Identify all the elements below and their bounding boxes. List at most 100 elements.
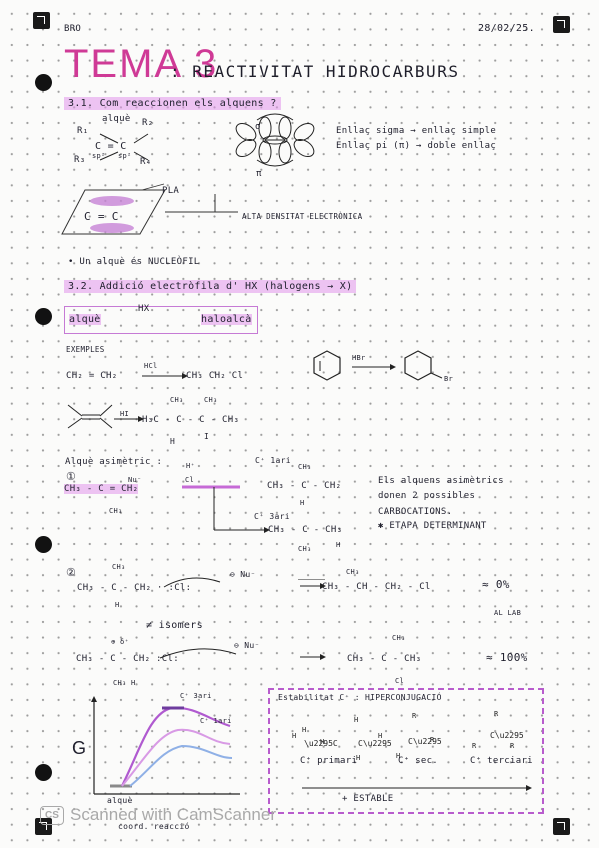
sec1-line-sigma: Enllaç sigma → enllaç simple	[336, 126, 497, 136]
sec1-cc: C = C	[95, 141, 127, 152]
stability-stable: + ESTABLE	[342, 794, 394, 804]
svg-text:H: H	[320, 738, 324, 746]
asym-cl: Cl	[185, 476, 195, 484]
sec1-densitat: ALTA DENSITAT ELECTRÒNICA	[242, 212, 363, 221]
step2-r2-h: CH₃ H	[113, 679, 136, 687]
ex3-i: I	[204, 432, 210, 441]
step2-num: ②	[66, 566, 77, 579]
svg-text:C\u2295: C\u2295	[490, 731, 524, 740]
ex3-h: H	[170, 437, 176, 446]
box-alque: alquè	[69, 314, 101, 325]
asym-carb1-top: CH₃	[298, 463, 312, 471]
asym-label: Alquè asimètric :	[65, 457, 163, 467]
step2-r2: CH₃ - C - CH₂ :Cl:	[76, 654, 179, 664]
stability-terciari: C⁺ terciari	[470, 756, 533, 766]
step2-al-lab: AL LAB	[494, 609, 522, 617]
asym-carb1: CH₃ - C - CH₂	[267, 481, 342, 491]
title-tema: TEMA 3	[64, 42, 219, 86]
ex1-reagent: HCl	[144, 362, 158, 370]
binder-hole	[35, 764, 52, 781]
general-reaction-box	[64, 306, 258, 334]
corner-marker-top-left	[33, 12, 50, 29]
svg-text:H: H	[396, 752, 400, 760]
section-heading-3-1: 3.1. Com reaccionen els alquens ?	[64, 97, 281, 110]
box-reagent-hx: HX	[138, 304, 150, 314]
energy-x-reactant: alquè	[107, 796, 133, 805]
step2-nu: ⊖ Nu⁻	[230, 570, 256, 579]
sec1-sp-left: sp²	[92, 152, 106, 160]
camscanner-logo-icon: CS	[40, 806, 64, 825]
ex3-reagent: HI	[120, 410, 130, 418]
binder-hole	[35, 74, 52, 91]
stability-primari: C⁺ primari	[300, 756, 358, 766]
header-date: 28/02/25.	[478, 23, 535, 34]
ex1-product: CH₃ CH₂ Cl	[186, 371, 244, 381]
asym-note-4: ✱ ETAPA DETERMINANT	[378, 521, 487, 531]
sec1-plane-cc: C = C	[84, 210, 119, 223]
sec1-alque-label: alquè	[102, 114, 131, 124]
stability-box	[268, 688, 544, 814]
svg-text:\u2295C: \u2295C	[304, 739, 338, 748]
title-subtitle: : REACTIVITAT HIDROCARBURS	[170, 62, 460, 81]
energy-axis-g: G	[72, 738, 87, 758]
svg-text:R: R	[412, 712, 417, 720]
asym-carb3-top: CH₃	[298, 545, 312, 553]
svg-text:H: H	[354, 716, 358, 724]
step2-r1: CH₃ - C - CH₂ ⋅ :Cl:	[77, 583, 192, 593]
step2-nu-2: ⊖ Nu⁻	[234, 641, 260, 650]
asym-c-first: C⁺ 1ari	[255, 456, 291, 465]
sec1-r4: R₄	[140, 157, 152, 167]
section-heading-3-2: 3.2. Addició electròfila d' HX (halogens…	[64, 280, 357, 293]
ex3-ch3-b: CH₃	[204, 396, 218, 404]
stability-title: Estabilitat C⁺ : HIPERCONJUGACIÓ	[278, 693, 442, 702]
header-tag: BRO	[64, 24, 82, 34]
asym-c-third: C⁺ 3ari	[254, 512, 290, 521]
ex2-reagent: HBr	[352, 354, 366, 362]
sec1-drawings	[61, 113, 315, 235]
sec1-sp-right: sp²	[118, 152, 132, 160]
step2-pct-1: ≈ 0%	[482, 578, 510, 591]
sec1-r3: R₃	[74, 155, 86, 165]
corner-marker-top-right	[553, 16, 570, 33]
step2-arrows	[159, 577, 326, 660]
sec1-r2: R₂	[142, 118, 154, 128]
stability-sec: C⁺ sec.	[398, 756, 439, 766]
svg-text:H: H	[292, 732, 296, 740]
sec1-nucleofil: • Un alquè és NUCLEÒFIL	[68, 257, 200, 267]
energy-x-axis: coord. reacció	[118, 822, 190, 831]
binder-hole	[35, 536, 52, 553]
asym-step-1: ①	[66, 470, 77, 483]
step2-r1-h: H	[115, 601, 120, 609]
svg-text:C\u2295: C\u2295	[408, 737, 442, 746]
asym-h-plus: H⁺	[186, 462, 196, 470]
stability-structures: H H \u2295C H H C\u2295 H H R C\u2295 R …	[292, 710, 532, 791]
asym-carb3: CH₃ - C - CH₃	[268, 525, 343, 535]
svg-text:R: R	[472, 742, 477, 750]
energy-diagram	[91, 696, 240, 795]
energy-c1-label: C⁺ 1ari	[200, 717, 232, 725]
step2-product-1: CH₃ - CH - CH₂ - Cl	[322, 582, 431, 592]
ex3-product: H₃C - C - C - CH₃	[142, 415, 240, 425]
binder-hole	[35, 308, 52, 325]
ex2-br: Br	[444, 375, 454, 383]
step2-pct-2: ≈ 100%	[486, 651, 528, 664]
box-haloalca: haloalcà	[201, 314, 252, 325]
watermark-text: Scanned with CamScanner	[70, 805, 277, 824]
ex1-reactant: CH₂ = CH₂	[66, 371, 118, 381]
sec1-line-pi: Enllaç pi (π) → doble enllaç	[336, 141, 497, 151]
sec1-r1: R₁	[77, 126, 89, 136]
asym-note-2: donen 2 possibles	[378, 491, 476, 501]
svg-text:R: R	[494, 710, 499, 718]
svg-text:H: H	[356, 754, 360, 762]
orbital-sigma: σ	[255, 122, 261, 132]
energy-c3-label: C⁺ 3ari	[180, 692, 212, 700]
svg-text:H: H	[302, 726, 306, 734]
asym-carb1-h: H	[300, 499, 305, 507]
step2-product-2-bottom: Cl	[395, 677, 405, 685]
svg-text:C\u2295: C\u2295	[358, 739, 392, 748]
sec2-drawings	[67, 350, 443, 580]
asym-note-1: Els alquens asimètrics	[378, 476, 504, 486]
asym-reactant: CH₃ - C = CH₂	[64, 484, 139, 494]
svg-text:R: R	[510, 742, 515, 750]
